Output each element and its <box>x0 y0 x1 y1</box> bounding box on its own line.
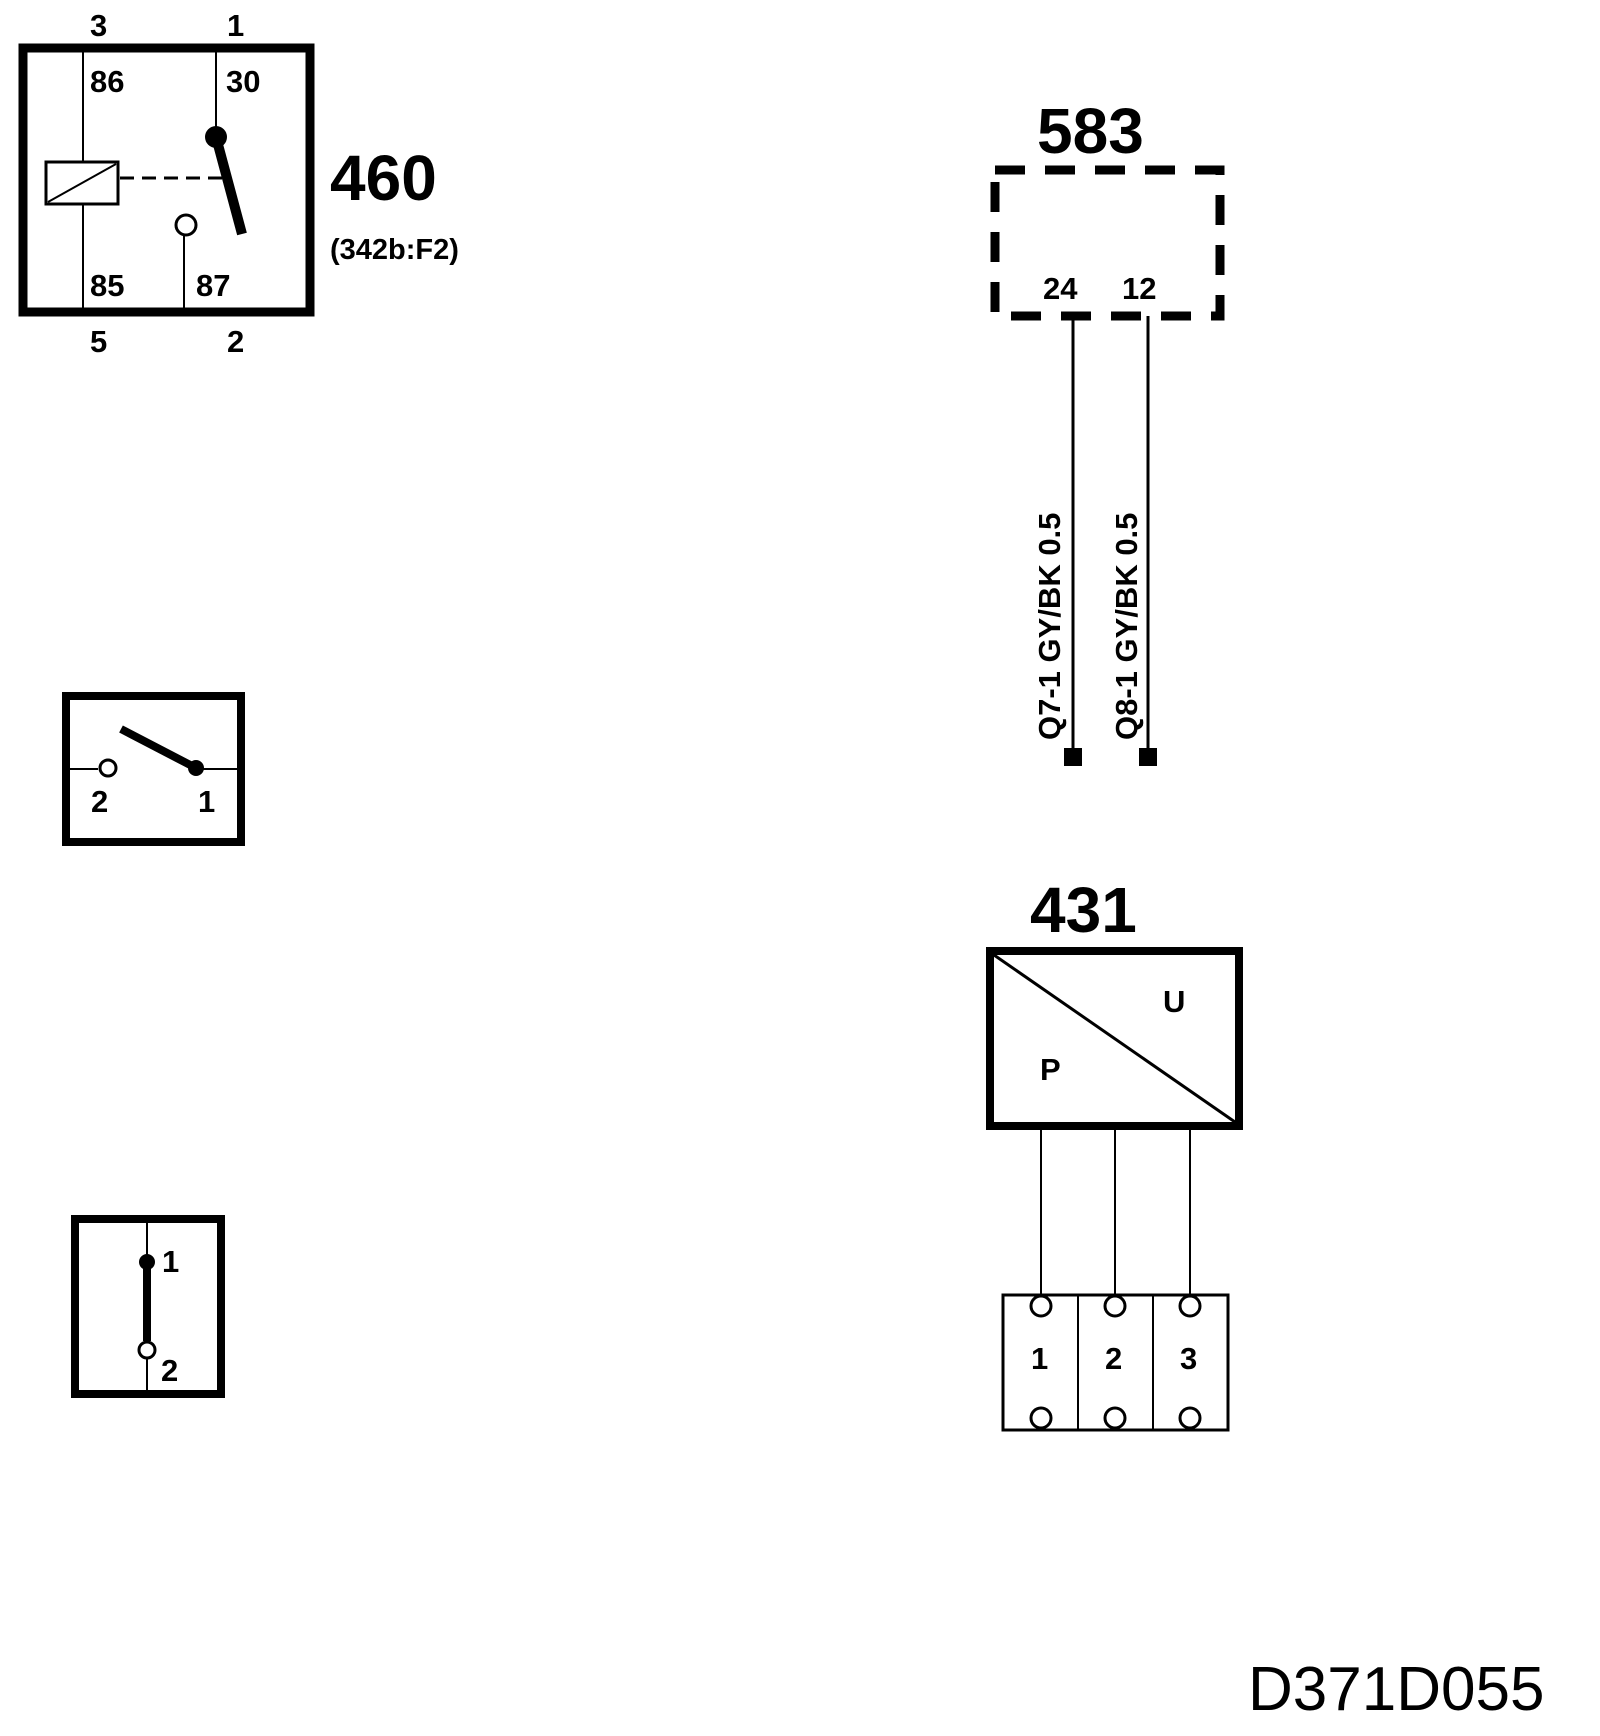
unit-583-pin-24: 24 <box>1043 271 1078 306</box>
wire-12-terminal-icon <box>1139 748 1157 766</box>
switch-b: 1 2 <box>71 1215 225 1398</box>
relay-terminal-85: 85 <box>90 268 124 303</box>
unit-583-pin-12: 12 <box>1122 271 1156 306</box>
switch-b-contact-2-icon <box>137 1340 157 1360</box>
relay-terminal-30: 30 <box>226 64 260 99</box>
relay-terminal-86: 86 <box>90 64 124 99</box>
relay-contact-87-icon <box>174 213 198 237</box>
connector-pin-2-bottom-icon <box>1103 1406 1127 1430</box>
sensor-431-title: 431 <box>1030 874 1137 946</box>
relay-coil-diagonal <box>47 163 117 203</box>
switch-a-pin-1: 1 <box>198 784 215 819</box>
diagram-code: D371D055 <box>1248 1655 1544 1724</box>
unit-583: 583 24 12 Q7-1 GY/BK 0.5 Q8-1 GY/BK 0.5 <box>990 95 1225 766</box>
relay-pin-bottom-right: 2 <box>227 324 244 359</box>
relay-switch-arm <box>211 135 247 236</box>
connector-pin-3-bottom-icon <box>1178 1406 1202 1430</box>
relay-terminal-87: 87 <box>196 268 230 303</box>
switch-a: 2 1 <box>62 692 245 846</box>
sensor-431: 431 U P 1 2 3 <box>986 874 1243 1432</box>
connector-pin-3-top-icon <box>1178 1294 1202 1318</box>
relay-pin-top-left: 3 <box>90 8 107 43</box>
switch-b-pin-1: 1 <box>162 1244 179 1279</box>
switch-a-pin-2: 2 <box>91 784 108 819</box>
connector-pin-1-bottom-icon <box>1029 1406 1053 1430</box>
sensor-label-p: P <box>1040 1052 1061 1087</box>
relay-460-reference: (342b:F2) <box>330 234 459 266</box>
connector-431: 1 2 3 <box>1001 1293 1230 1432</box>
sensor-label-u: U <box>1163 984 1185 1019</box>
relay-pin-top-right: 1 <box>227 8 244 43</box>
connector-pin-2-top-icon <box>1103 1294 1127 1318</box>
relay-460-frame <box>18 43 315 317</box>
relay-460: 3 1 86 30 85 87 5 2 460 (342b:F2) <box>18 8 459 359</box>
sensor-431-diagonal <box>993 953 1236 1124</box>
relay-pin-bottom-left: 5 <box>90 324 107 359</box>
switch-a-arm <box>119 725 198 772</box>
switch-b-pin-2: 2 <box>161 1353 178 1388</box>
relay-460-title: 460 <box>330 142 437 214</box>
connector-pin-3-label: 3 <box>1180 1341 1197 1376</box>
unit-583-title: 583 <box>1037 95 1144 167</box>
connector-pin-1-top-icon <box>1029 1294 1053 1318</box>
wire-label-q7: Q7-1 GY/BK 0.5 <box>1032 513 1067 740</box>
wire-label-q8: Q8-1 GY/BK 0.5 <box>1109 513 1144 740</box>
wire-24-terminal-icon <box>1064 748 1082 766</box>
connector-pin-1-label: 1 <box>1031 1341 1048 1376</box>
switch-a-contact-2-icon <box>98 758 118 778</box>
connector-pin-2-label: 2 <box>1105 1341 1122 1376</box>
unit-583-frame-dashed <box>990 165 1225 321</box>
